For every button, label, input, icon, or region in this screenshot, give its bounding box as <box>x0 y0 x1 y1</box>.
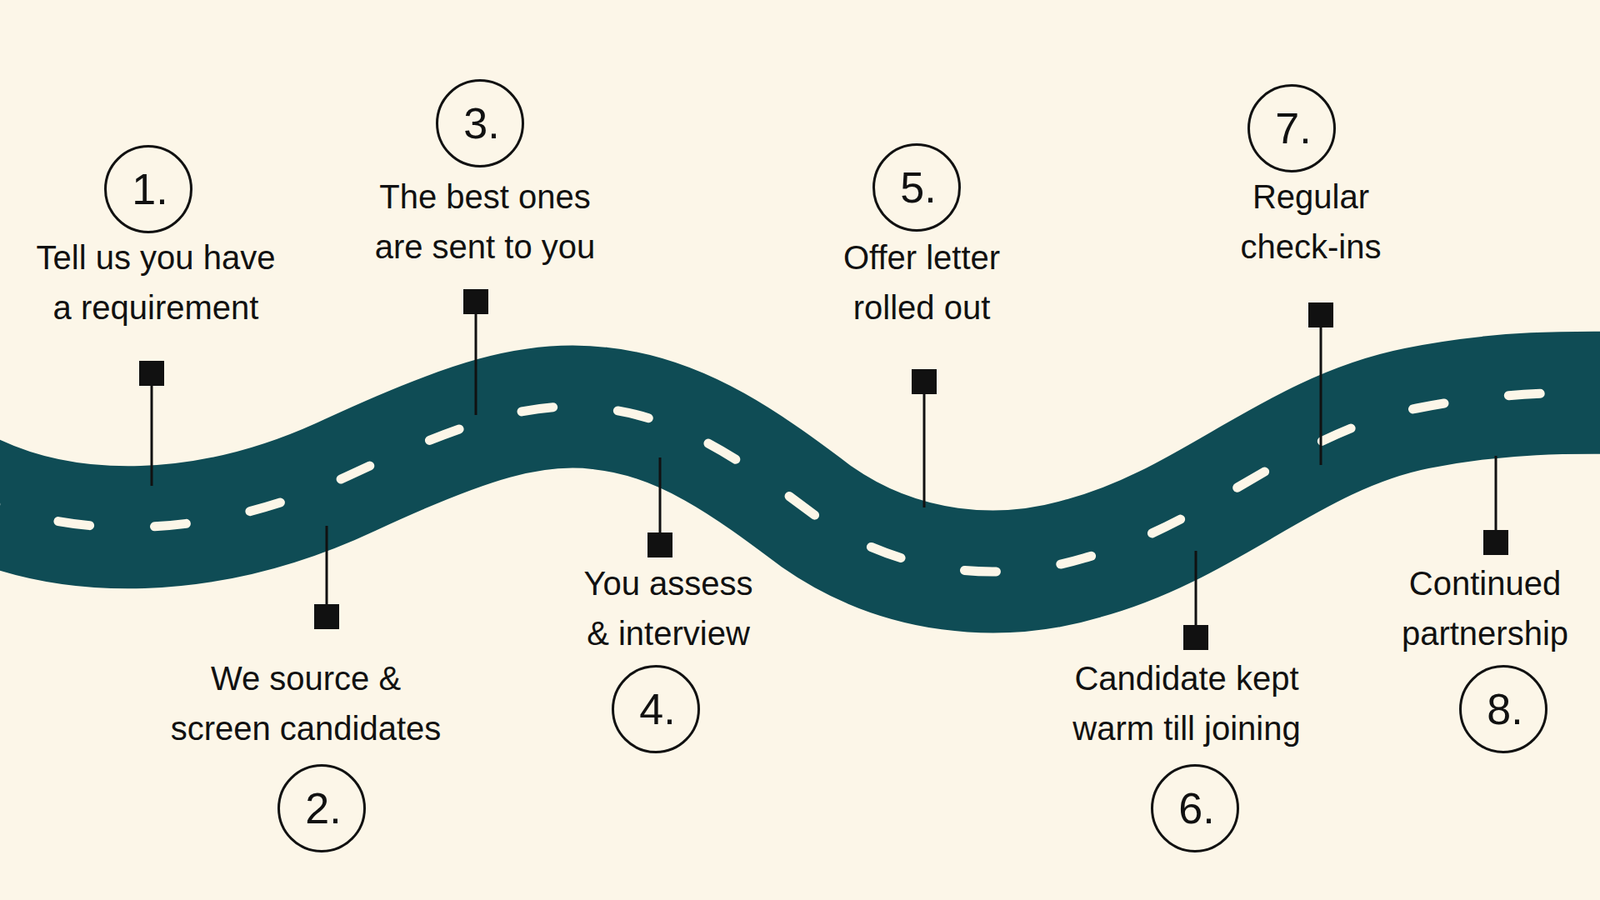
step-label: The best ones are sent to you <box>366 171 605 272</box>
step-label: We source & screen candidates <box>162 653 450 754</box>
step-label: Offer letter rolled out <box>832 232 1012 333</box>
callout-number: 1. <box>128 167 168 211</box>
callout-number: 5. <box>896 165 936 210</box>
leader-lines <box>151 301 1496 638</box>
step-label: You assess & interview <box>570 558 767 659</box>
step-circle: 8. <box>1459 665 1548 754</box>
step-circle: 6. <box>1150 764 1240 853</box>
step-circle: 1. <box>104 145 193 234</box>
step-circle: 4. <box>611 665 700 754</box>
step-label: Candidate kept warm till joining <box>1061 653 1312 754</box>
step-label: Continued partnership <box>1387 558 1584 659</box>
step-circle: 7. <box>1247 84 1336 173</box>
callout-number: 8. <box>1483 687 1523 731</box>
road <box>0 392 1600 572</box>
step-circle: 5. <box>872 143 961 232</box>
callout-number: 3. <box>460 101 500 145</box>
step-label: Tell us you have a requirement <box>25 232 286 333</box>
callout-number: 6. <box>1175 786 1215 830</box>
road-dashes <box>0 392 1600 572</box>
leader-markers <box>139 289 1509 650</box>
callout-number: 4. <box>635 687 675 731</box>
callout-number: 7. <box>1271 106 1311 150</box>
step-circle: 2. <box>277 764 366 853</box>
step-circle: 3. <box>435 79 525 168</box>
step-label: Regular check-ins <box>1230 171 1393 272</box>
callout-number: 2. <box>301 786 341 830</box>
